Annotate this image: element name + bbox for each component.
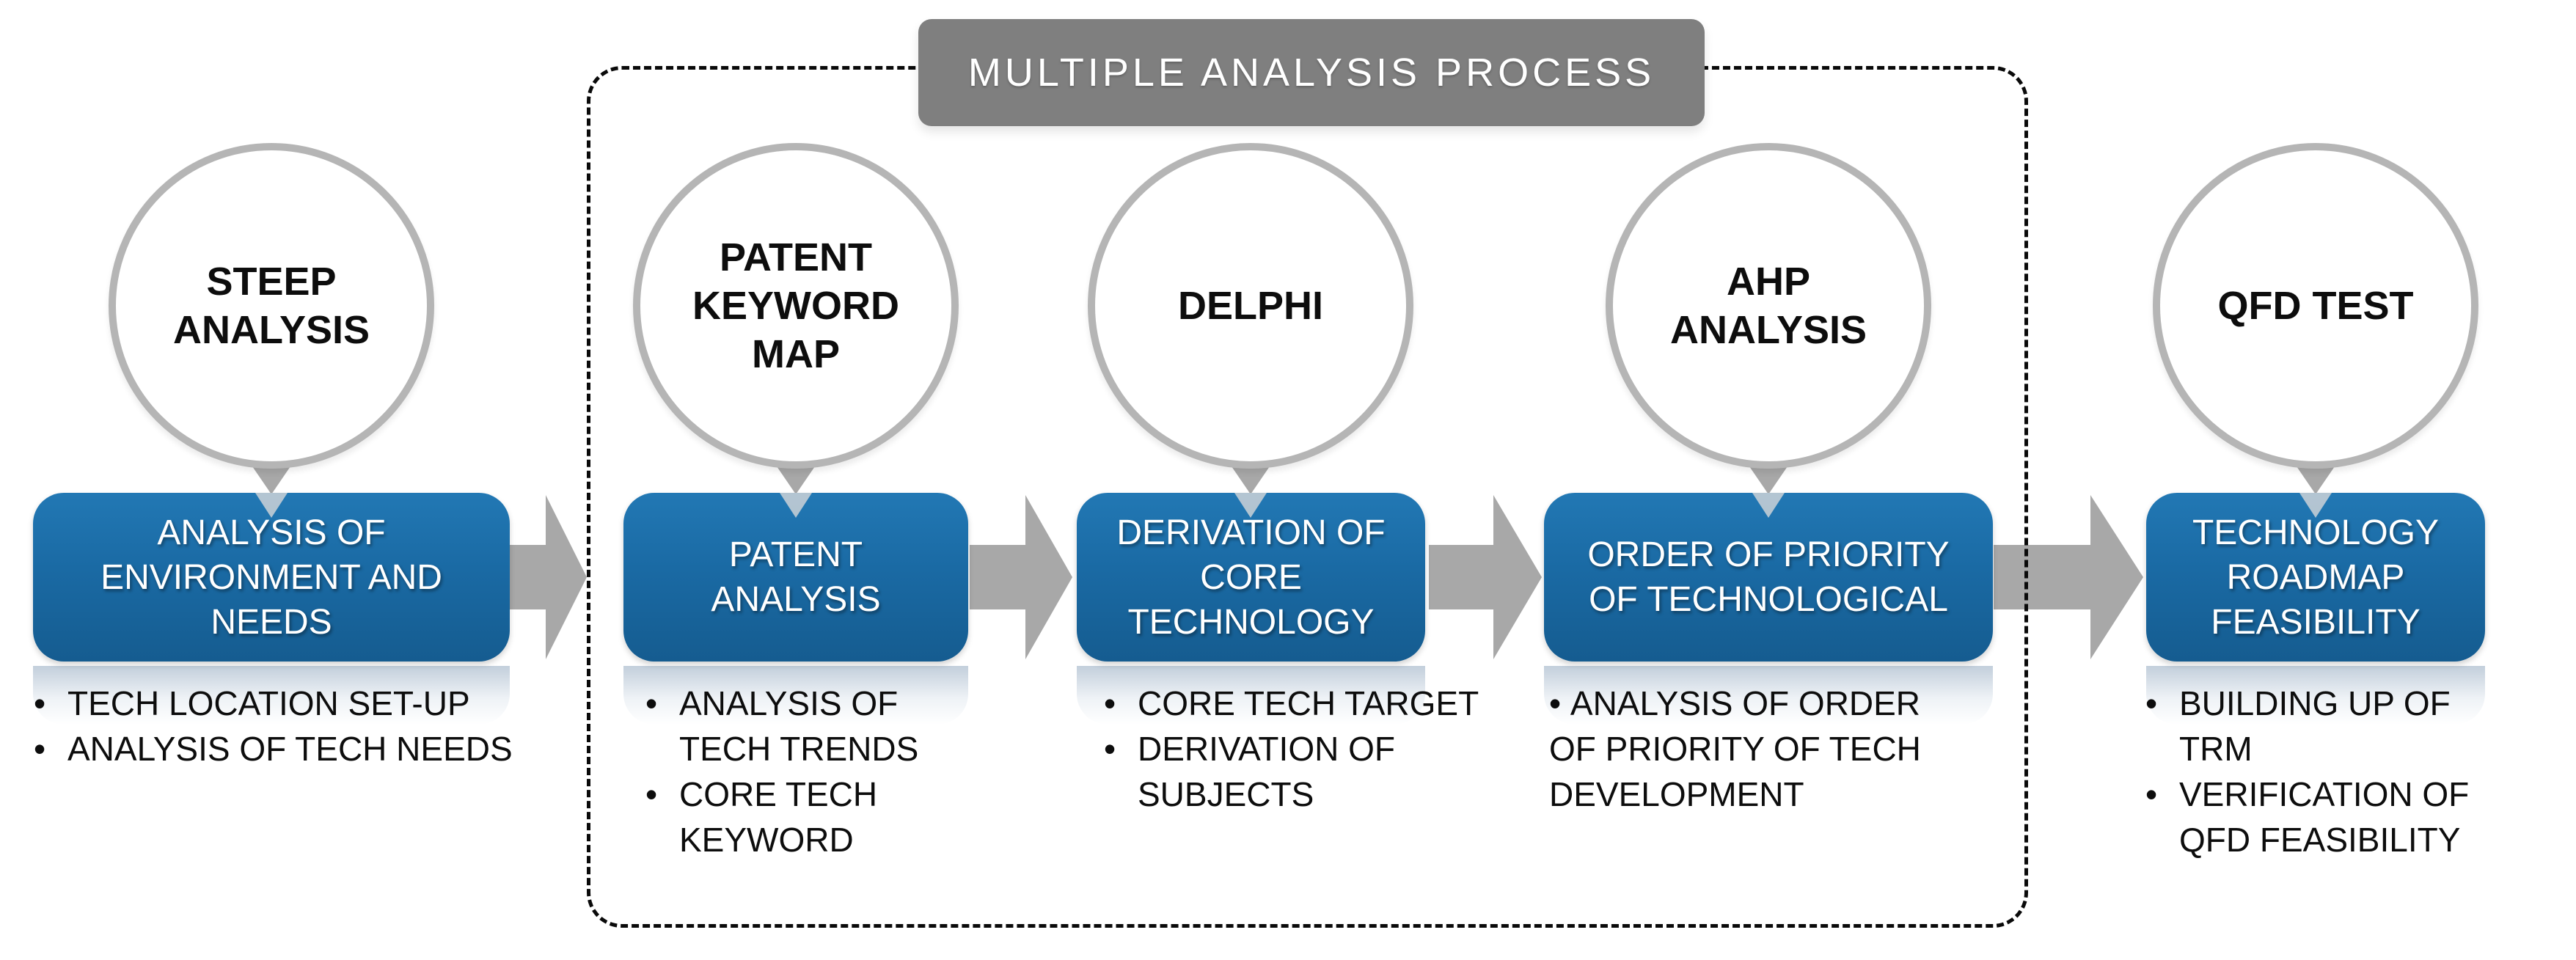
stage-box-line: ANALYSIS OF [157, 513, 386, 552]
stage-box-ahp-analysis: ORDER OF PRIORITY OF TECHNOLOGICAL [1544, 493, 1993, 662]
circle-label-line: MAP [752, 332, 840, 376]
bullet-item: CORE TECH KEYWORD [645, 772, 918, 862]
bullet-text: VERIFICATION OF QFD FEASIBILITY [2179, 772, 2469, 862]
bullet-text: CORE TECH TARGET [1138, 681, 1479, 726]
stage-box-qfd-test: TECHNOLOGY ROADMAP FEASIBILITY [2146, 493, 2485, 662]
circle-label-line: KEYWORD [692, 284, 899, 328]
bullet-list-patent-keyword-map: ANALYSIS OF TECH TRENDS CORE TECH KEYWORD [645, 681, 918, 862]
bullet-text: ANALYSIS OF TECH NEEDS [67, 726, 513, 772]
circle-label-line: QFD TEST [2217, 284, 2414, 328]
bullet-dot-icon [34, 726, 67, 772]
bullet-text: BUILDING UP OF TRM [2179, 681, 2451, 772]
bullet-text-line: CORE TECH [679, 775, 878, 813]
bullet-text-line: TECH LOCATION SET-UP [67, 684, 470, 722]
stage-box-line: ENVIRONMENT AND [100, 557, 442, 597]
bullet-list-delphi: CORE TECH TARGET DERIVATION OF SUBJECTS [1104, 681, 1479, 817]
bullet-text-line: DEVELOPMENT [1549, 775, 1804, 813]
bullet-item: ANALYSIS OF TECH TRENDS [645, 681, 918, 772]
circle-delphi: DELPHI [1088, 143, 1413, 469]
bullet-text-line: TECH TRENDS [679, 730, 919, 768]
circle-label-line: PATENT [720, 235, 872, 279]
stage-box-line: FEASIBILITY [2211, 602, 2421, 642]
box-reflection [2146, 666, 2485, 725]
stage-box-delphi: DERIVATION OF CORE TECHNOLOGY [1077, 493, 1425, 662]
pointer-tip-icon [2299, 493, 2332, 518]
stage-box-line: CORE [1200, 557, 1302, 597]
pointer-tip-icon [1752, 493, 1785, 518]
bullet-text-line: QFD FEASIBILITY [2179, 821, 2461, 859]
circle-label-delphi: DELPHI [1178, 282, 1323, 330]
bullet-text-line: CORE TECH TARGET [1138, 684, 1479, 722]
bullet-list-ahp-analysis: ANALYSIS OF ORDER OF PRIORITY OF TECH DEVE… [1549, 681, 1921, 817]
bullet-text: DERIVATION OF SUBJECTS [1138, 726, 1395, 817]
circle-label-qfd-test: QFD TEST [2218, 282, 2414, 330]
bullet-text-line: ANALYSIS OF ORDER [1549, 681, 1921, 726]
bullet-list-steep-analysis: TECH LOCATION SET-UP ANALYSIS OF TECH NEE… [34, 681, 513, 772]
circle-label-line: AHP [1726, 260, 1810, 304]
circle-label-line: ANALYSIS [1669, 308, 1867, 352]
bullet-text-line: ANALYSIS OF [679, 684, 899, 722]
bullet-text-line: VERIFICATION OF [2179, 775, 2470, 813]
circle-label-line: STEEP [206, 260, 337, 304]
bullet-text: CORE TECH KEYWORD [679, 772, 877, 862]
stage-box-line: PATENT [728, 535, 863, 574]
pointer-tip-icon [1234, 493, 1267, 518]
stage-box-line: ORDER OF PRIORITY [1587, 535, 1950, 574]
bullet-text-line: SUBJECTS [1138, 775, 1314, 813]
stage-box-steep-analysis: ANALYSIS OF ENVIRONMENT AND NEEDS [33, 493, 510, 662]
pointer-tip-icon [780, 493, 812, 518]
bullet-item: ANALYSIS OF TECH NEEDS [34, 726, 513, 772]
bullet-dot-icon [2145, 681, 2179, 726]
title-banner: MULTIPLE ANALYSIS PROCESS [918, 19, 1705, 126]
title-text: MULTIPLE ANALYSIS PROCESS [967, 51, 1655, 95]
bullet-item: TECH LOCATION SET-UP [34, 681, 513, 726]
bullet-text-line: TRM [2179, 730, 2253, 768]
bullet-dot-icon [1104, 726, 1138, 772]
flow-arrow-icon [1429, 488, 1542, 670]
stage-box-line: TECHNOLOGY [2192, 513, 2440, 552]
flow-arrow-icon [469, 488, 587, 670]
bullet-text-line: DERIVATION OF [1138, 730, 1395, 768]
bullet-item: DERIVATION OF SUBJECTS [1104, 726, 1479, 817]
circle-label-line: ANALYSIS [172, 308, 370, 352]
circle-label-line: DELPHI [1177, 284, 1324, 328]
flow-arrow-icon [970, 488, 1072, 670]
bullet-dot-icon [34, 681, 67, 726]
stage-box-line: ANALYSIS [711, 580, 881, 619]
pointer-tip-icon [255, 493, 288, 518]
bullet-text-line: KEYWORD [679, 821, 854, 859]
bullet-dot-icon [645, 681, 679, 726]
bullet-dot-icon [1104, 681, 1138, 726]
bullet-dot-icon [2145, 772, 2179, 817]
bullet-text-line: ANALYSIS OF TECH NEEDS [67, 730, 513, 768]
stage-box-line: NEEDS [211, 602, 332, 642]
bullet-item: CORE TECH TARGET [1104, 681, 1479, 726]
bullet-text-line: OF PRIORITY OF TECH [1549, 730, 1921, 768]
bullet-item: ANALYSIS OF ORDER OF PRIORITY OF TECH DEVE… [1549, 681, 1921, 817]
bullet-text: ANALYSIS OF TECH TRENDS [679, 681, 918, 772]
stage-box-line: DERIVATION OF [1116, 513, 1386, 552]
box-reflection [623, 666, 968, 725]
bullet-text: TECH LOCATION SET-UP [67, 681, 470, 726]
bullet-text-line: BUILDING UP OF [2179, 684, 2451, 722]
bullet-list-qfd-test: BUILDING UP OF TRM VERIFICATION OF QFD FEAS… [2145, 681, 2469, 862]
bullet-item: BUILDING UP OF TRM [2145, 681, 2469, 772]
circle-qfd-test: QFD TEST [2153, 143, 2478, 469]
stage-box-patent-keyword-map: PATENT ANALYSIS [623, 493, 968, 662]
flow-arrow-icon [1994, 488, 2143, 670]
stage-box-line: OF TECHNOLOGICAL [1589, 580, 1948, 619]
stage-box-line: ROADMAP [2226, 557, 2405, 597]
stage-box-line: TECHNOLOGY [1127, 602, 1375, 642]
bullet-dot-icon [645, 772, 679, 817]
bullet-item: VERIFICATION OF QFD FEASIBILITY [2145, 772, 2469, 862]
box-reflection [33, 666, 510, 725]
